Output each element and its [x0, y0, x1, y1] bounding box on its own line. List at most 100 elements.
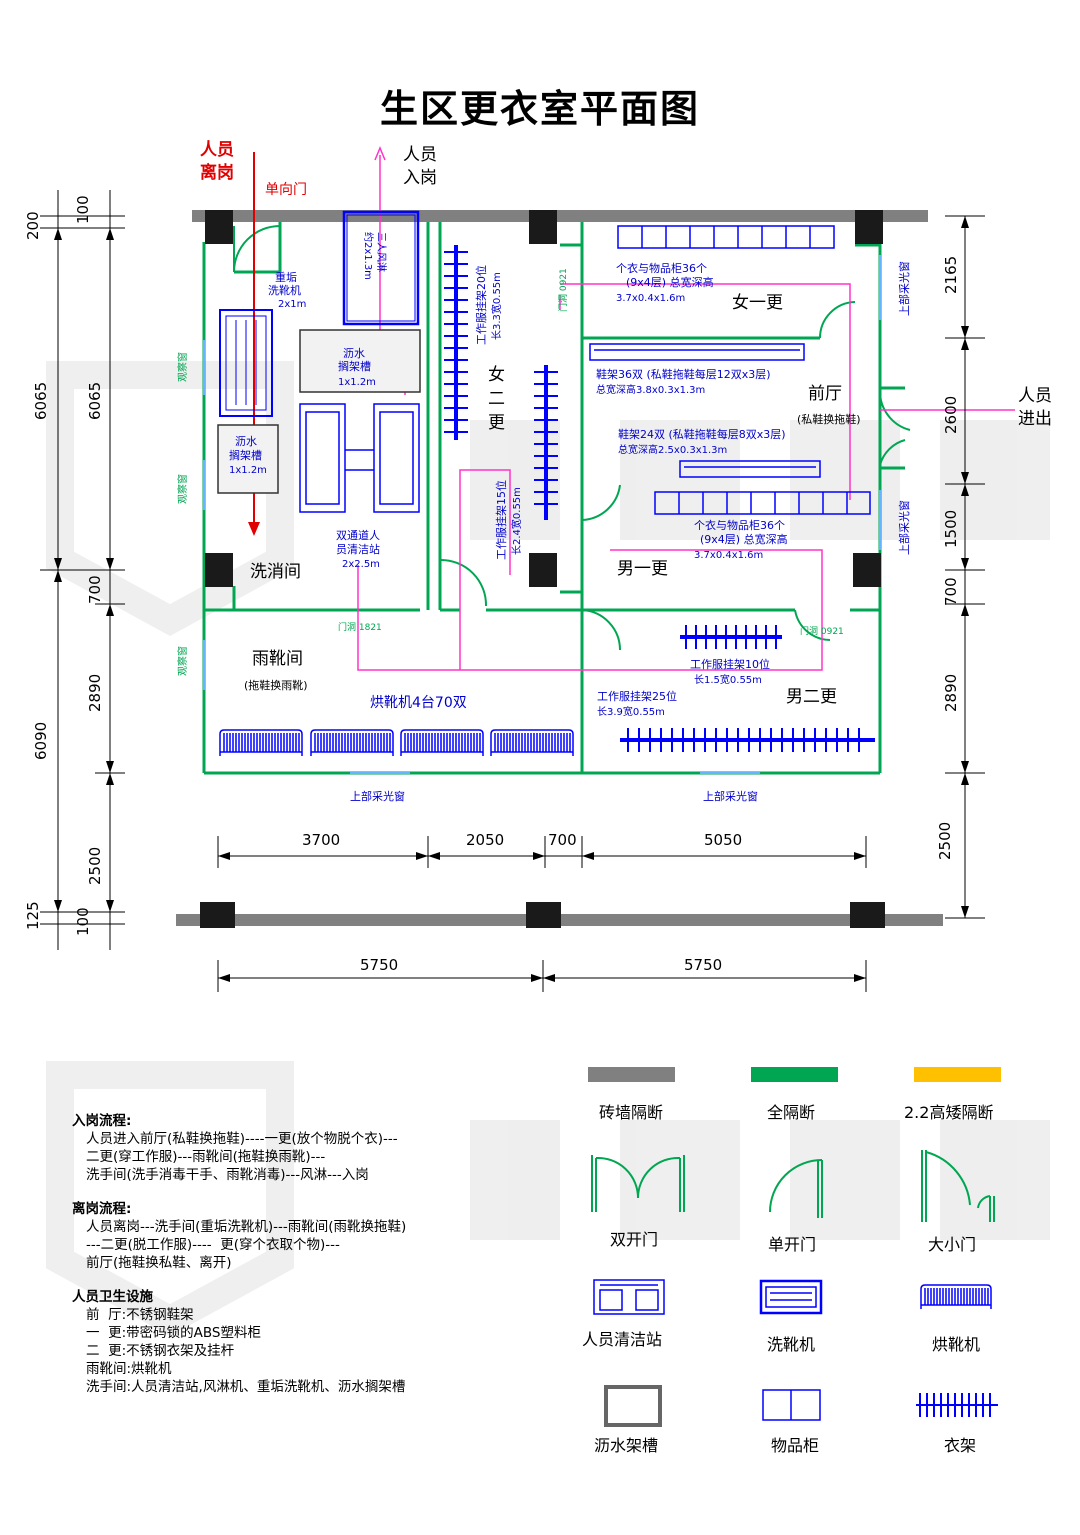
dim-left-125: 125 — [24, 901, 42, 930]
hygiene-line: 前 厅:不锈钢鞋架 — [86, 1307, 194, 1323]
dim-right-700: 700 — [942, 577, 960, 606]
legend-drain-rack-icon — [604, 1385, 662, 1427]
boot-dryers — [219, 729, 574, 756]
hanger25-text-1: 工作服挂架25位 — [597, 689, 677, 703]
air-shower-text-2: 约2x1.3m — [362, 232, 375, 280]
dim-right-1500: 1500 — [942, 510, 960, 548]
obs-window-2: 观察窗 — [176, 474, 189, 504]
legend-low-label: 2.2高矮隔断 — [904, 1103, 993, 1122]
hanger20-text-2: 长3.3宽0.55m — [490, 272, 503, 340]
locker-bot-text-1: 个衣与物品柜36个 — [694, 518, 785, 532]
room-second-change-3: 更 — [488, 413, 505, 433]
legend-big-small-door-label: 大小门 — [928, 1235, 976, 1254]
hanger20-text-1: 工作服挂架20位 — [474, 265, 488, 345]
dim-h-2050: 2050 — [466, 831, 504, 849]
boot-dryer — [490, 729, 574, 756]
hanger10-text-1: 工作服挂架10位 — [690, 657, 770, 671]
legend-full-swatch — [751, 1067, 838, 1082]
hygiene-line: 一 更:带密码锁的ABS塑料柜 — [86, 1325, 261, 1341]
enter-label-1: 人员 — [403, 145, 437, 165]
leave-procedure-line: 人员离岗---洗手间(重垢洗靴机)---雨靴间(雨靴换拖鞋) — [86, 1219, 407, 1235]
enter-label-2: 入岗 — [403, 168, 437, 188]
locker-bot-text-3: 3.7x0.4x1.6m — [694, 550, 763, 561]
dim-right-2890: 2890 — [942, 674, 960, 712]
entry-procedure-title: 入岗流程: — [72, 1113, 132, 1129]
legend-cabinet-icon — [762, 1389, 821, 1421]
legend-cabinet-label: 物品柜 — [771, 1436, 819, 1455]
skylight-bottom-2: 上部采光窗 — [703, 789, 758, 803]
dim-right-2500: 2500 — [936, 822, 954, 860]
cleaning-station-text-3: 2x2.5m — [342, 559, 380, 570]
heavy-washer-text-3: 2x1m — [278, 299, 306, 310]
boot-dryer — [310, 729, 394, 756]
legend-boot-dryer-icon — [920, 1284, 992, 1309]
locker-top-text-3: 3.7x0.4x1.6m — [616, 293, 685, 304]
dim-left-100-bot: 100 — [74, 907, 92, 936]
leave-label-1: 人员 — [200, 140, 234, 160]
drain-rack-1-text-b: 搁架槽 — [338, 359, 371, 373]
drain-rack-1-text-c: 1x1.2m — [338, 377, 376, 388]
page-title: 生区更衣室平面图 — [379, 87, 700, 131]
room-rain-boot-sub: (拖鞋换雨靴) — [244, 678, 308, 692]
dim-left-6065-inner: 6065 — [86, 382, 104, 420]
room-second-change-2: 二 — [488, 389, 505, 409]
locker-bot-text-2: (9x4层) 总宽深高 — [700, 532, 788, 546]
dim-left-700: 700 — [86, 575, 104, 604]
heavy-washer-text-1: 重垢 — [275, 270, 297, 284]
entry-procedure-line: 人员进入前厅(私鞋换拖鞋)----一更(放个物脱个衣)--- — [86, 1131, 398, 1147]
hygiene-line: 二 更:不锈钢衣架及挂杆 — [86, 1343, 235, 1359]
hygiene-title: 人员卫生设施 — [72, 1289, 153, 1305]
legend-brick-swatch — [588, 1067, 675, 1082]
hanger-vertical-20-ticks — [444, 251, 468, 433]
legend-boot-washer-icon — [759, 1279, 823, 1315]
dim-left-100-top: 100 — [74, 195, 92, 224]
locker-row-top — [617, 225, 835, 249]
leave-procedure-line: ---二更(脱工作服)---- 更(穿个衣取个物)--- — [86, 1237, 340, 1253]
door-opening-0921-b: 门洞 0921 — [800, 625, 844, 637]
dim-h-5750-b: 5750 — [684, 956, 722, 974]
room-rain-boot: 雨靴间 — [252, 649, 303, 669]
inout-label-1: 人员 — [1018, 386, 1052, 406]
legend-full-label: 全隔断 — [767, 1103, 815, 1122]
doors — [233, 225, 911, 651]
hygiene-line: 洗手间:人员清洁站,风淋机、重垢洗靴机、沥水搁架槽 — [86, 1379, 406, 1395]
shoe24-text-2: 总宽深高2.5x0.3x1.3m — [618, 443, 727, 456]
hanger-vertical-15-ticks — [534, 371, 558, 505]
hanger25-text-2: 长3.9宽0.55m — [597, 705, 665, 718]
room-second-change-1: 女 — [488, 365, 505, 385]
watermark — [46, 361, 1050, 1336]
boot-dryer — [920, 1284, 992, 1309]
obs-window-1: 观察窗 — [176, 352, 189, 382]
legend-cleaning-station-icon — [593, 1279, 665, 1315]
entry-procedure-line: 二更(穿工作服)---雨靴间(拖鞋换雨靴)--- — [86, 1149, 326, 1165]
skylight-right-2: 上部采光窗 — [897, 500, 911, 555]
leave-procedure-line: 前厅(拖鞋换私鞋、离开) — [86, 1255, 232, 1271]
legend-low-swatch — [914, 1067, 1001, 1082]
shoe36-text-2: 总宽深高3.8x0.3x1.3m — [596, 383, 705, 396]
window-marks — [203, 255, 881, 774]
legend-hanger-icon — [916, 1393, 998, 1417]
dimension-arrows — [54, 216, 969, 982]
legend-cleaning-station-label: 人员清洁站 — [582, 1330, 662, 1349]
inout-label-2: 进出 — [1018, 409, 1052, 429]
dim-h-3700: 3700 — [302, 831, 340, 849]
drain-rack-2-text-b: 搁架槽 — [229, 448, 262, 462]
legend-boot-washer-label: 洗靴机 — [767, 1335, 815, 1354]
shoe-racks — [589, 343, 821, 478]
dim-left-6065-outer: 6065 — [32, 382, 50, 420]
legend-double-door-icon — [591, 1155, 685, 1212]
air-shower — [342, 210, 420, 326]
heavy-washer-text-2: 洗靴机 — [268, 283, 301, 297]
door-opening-1821: 门洞 1821 — [338, 621, 382, 633]
dim-h-5750-a: 5750 — [360, 956, 398, 974]
legend-drain-rack-label: 沥水架槽 — [594, 1436, 658, 1455]
hanger-horizontal-25-ticks — [627, 728, 860, 752]
dim-left-200: 200 — [24, 211, 42, 240]
room-male-first: 男一更 — [617, 559, 668, 579]
legend-hanger-label: 衣架 — [944, 1436, 976, 1455]
room-male-second: 男二更 — [786, 687, 837, 707]
room-lobby-sub: (私鞋换拖鞋) — [797, 412, 861, 426]
oneway-door-label: 单向门 — [265, 182, 307, 198]
plan-labels: 人员 离岗 单向门 人员 入岗 人员 进出 洗消间 雨靴间 (拖鞋换雨靴) 女 … — [176, 140, 1052, 803]
locker-top-text-2: (9x4层) 总宽深高 — [626, 275, 714, 289]
